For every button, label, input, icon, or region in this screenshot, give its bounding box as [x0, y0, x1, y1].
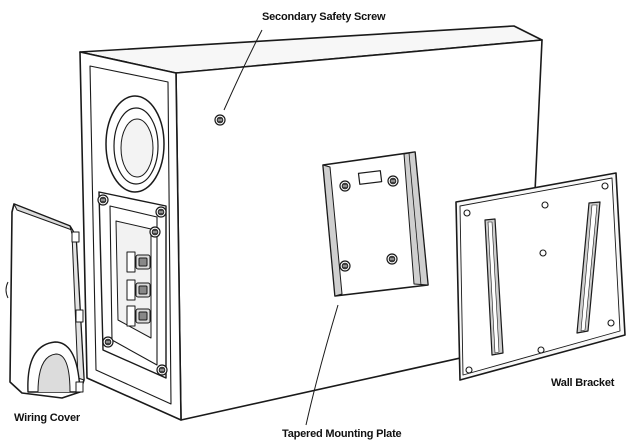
cabinet-front-bevel [89, 65, 172, 405]
label-tapered-mounting-plate: Tapered Mounting Plate [282, 428, 402, 440]
leader-tapered-mounting-plate [305, 304, 339, 426]
tweeter [105, 95, 165, 193]
label-wiring-cover: Wiring Cover [14, 412, 80, 424]
label-secondary-safety-screw: Secondary Safety Screw [262, 11, 386, 23]
wiring-cover [5, 203, 85, 399]
wall-bracket [455, 172, 626, 381]
leader-lines [223, 29, 339, 426]
binding-posts [126, 251, 151, 327]
label-wall-bracket: Wall Bracket [551, 377, 615, 389]
leader-secondary-safety-screw [223, 29, 263, 111]
tapered-mounting-plate [322, 151, 429, 297]
secondary-safety-screw [214, 114, 226, 126]
